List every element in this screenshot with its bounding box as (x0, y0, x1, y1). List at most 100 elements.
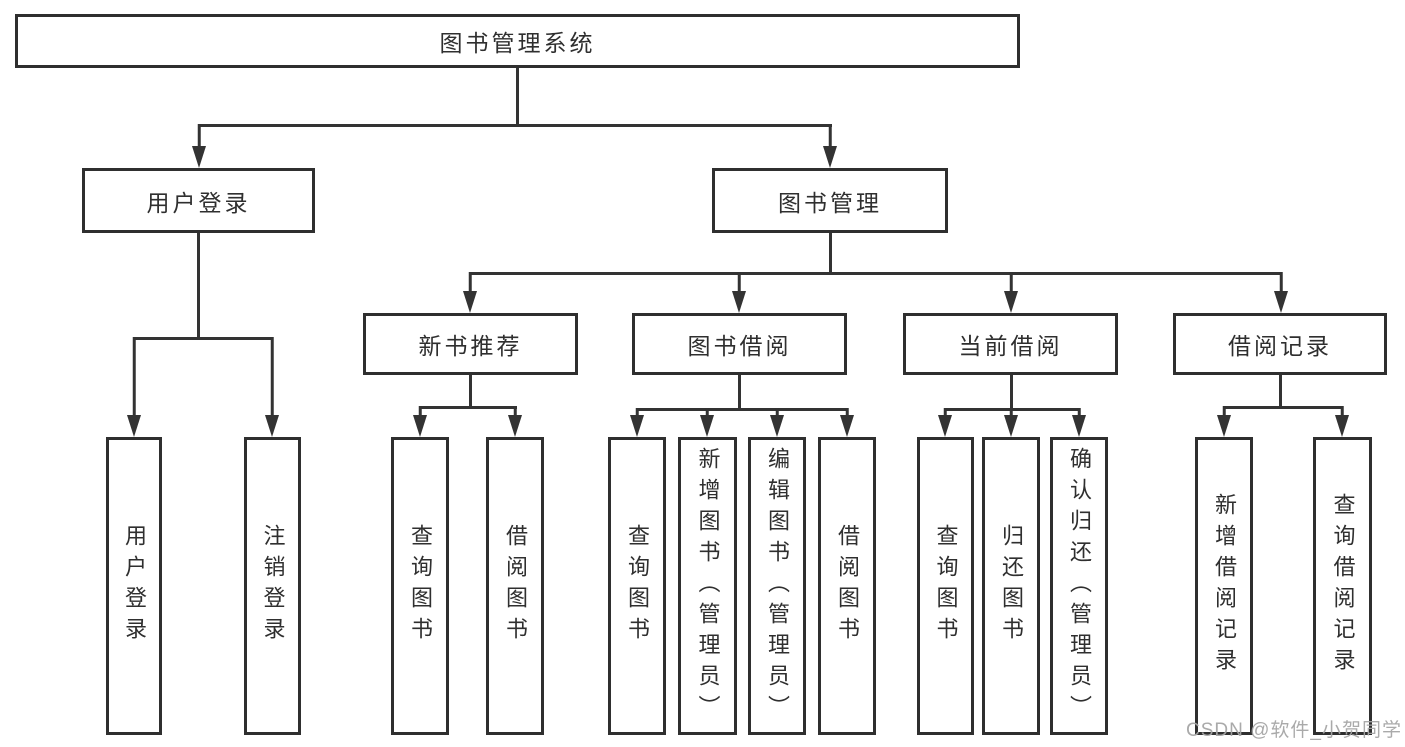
node-book-borrow: 图书借阅 (632, 313, 847, 375)
leaf-currentborrow-return-books: 归还图书 (982, 437, 1040, 735)
leaf-currentborrow-return-books-label: 归还图书 (999, 524, 1024, 648)
down-arrow (126, 337, 142, 437)
connector-line (198, 124, 832, 127)
leaf-bookborrow-borrow-books: 借阅图书 (818, 437, 876, 735)
leaf-logout-login: 注销登录 (244, 437, 301, 735)
arrow-shaft (943, 408, 947, 421)
connector-line (738, 375, 741, 408)
arrowhead-down-icon (1004, 415, 1018, 437)
arrowhead-down-icon (770, 415, 784, 437)
arrow-shaft (1279, 272, 1283, 297)
arrow-shaft (828, 124, 832, 152)
arrow-shaft (418, 406, 422, 421)
leaf-bookborrow-query-books: 查询图书 (608, 437, 666, 735)
leaf-records-query-borrow-record-label: 查询借阅记录 (1330, 493, 1356, 679)
node-current-borrow-label: 当前借阅 (958, 333, 1063, 359)
down-arrow (1003, 272, 1019, 313)
node-borrow-records-label: 借阅记录 (1228, 333, 1332, 359)
arrow-shaft (775, 408, 779, 421)
connector-line (197, 233, 200, 337)
arrow-shaft (705, 408, 709, 421)
leaf-currentborrow-query-books-label: 查询图书 (933, 524, 959, 648)
arrowhead-down-icon (700, 415, 714, 437)
leaf-logout-login-label: 注销登录 (260, 524, 286, 648)
leaf-user-login: 用户登录 (106, 437, 162, 735)
arrowhead-down-icon (630, 415, 644, 437)
leaf-user-login-label: 用户登录 (122, 524, 147, 648)
node-library-system: 图书管理系统 (15, 14, 1020, 68)
down-arrow (191, 124, 207, 168)
arrowhead-down-icon (265, 415, 279, 437)
arrow-shaft (635, 408, 639, 421)
leaf-bookborrow-add-books-admin-label: 新增图书（管理员） (695, 446, 721, 726)
leaf-newbooks-borrow-books: 借阅图书 (486, 437, 544, 735)
down-arrow (1003, 408, 1019, 437)
down-arrow (839, 408, 855, 437)
leaf-currentborrow-query-books: 查询图书 (917, 437, 974, 735)
leaf-records-add-borrow-record: 新增借阅记录 (1195, 437, 1253, 735)
connector-line (636, 408, 848, 411)
arrowhead-down-icon (192, 146, 206, 168)
arrow-shaft (197, 124, 201, 152)
leaf-bookborrow-edit-books-admin-label: 编辑图书（管理员） (765, 446, 790, 726)
arrowhead-down-icon (1335, 415, 1349, 437)
node-user-login-label: 用户登录 (146, 189, 251, 216)
down-arrow (822, 124, 838, 168)
leaf-records-add-borrow-record-label: 新增借阅记录 (1212, 493, 1237, 679)
arrowhead-down-icon (840, 415, 854, 437)
arrow-shaft (1009, 272, 1013, 297)
leaf-records-query-borrow-record: 查询借阅记录 (1313, 437, 1372, 735)
node-book-management: 图书管理 (712, 168, 948, 233)
down-arrow (1216, 406, 1232, 437)
arrowhead-down-icon (1072, 415, 1086, 437)
arrow-shaft (1009, 408, 1013, 421)
connector-line (469, 375, 472, 406)
down-arrow (412, 406, 428, 437)
connector-line (829, 233, 832, 272)
leaf-newbooks-query-books: 查询图书 (391, 437, 449, 735)
node-current-borrow: 当前借阅 (903, 313, 1118, 375)
arrow-shaft (1340, 406, 1344, 421)
leaf-bookborrow-query-books-label: 查询图书 (625, 524, 650, 648)
leaf-currentborrow-confirm-return-admin: 确认归还（管理员） (1050, 437, 1108, 735)
arrow-shaft (132, 337, 136, 421)
arrow-shaft (737, 272, 741, 297)
node-new-book-recommend: 新书推荐 (363, 313, 578, 375)
arrowhead-down-icon (938, 415, 952, 437)
node-book-borrow-label: 图书借阅 (687, 333, 792, 359)
arrow-shaft (1222, 406, 1226, 421)
down-arrow (1071, 408, 1087, 437)
connector-line (469, 272, 1282, 275)
down-arrow (937, 408, 953, 437)
down-arrow (264, 337, 280, 437)
connector-line (1010, 375, 1013, 408)
connector-line (419, 406, 517, 409)
down-arrow (1334, 406, 1350, 437)
arrow-shaft (270, 337, 274, 421)
down-arrow (769, 408, 785, 437)
leaf-bookborrow-edit-books-admin: 编辑图书（管理员） (748, 437, 806, 735)
arrowhead-down-icon (463, 291, 477, 313)
down-arrow (699, 408, 715, 437)
node-library-system-label: 图书管理系统 (439, 30, 596, 56)
arrowhead-down-icon (508, 415, 522, 437)
leaf-newbooks-borrow-books-label: 借阅图书 (503, 524, 528, 648)
down-arrow (629, 408, 645, 437)
arrowhead-down-icon (823, 146, 837, 168)
arrowhead-down-icon (1004, 291, 1018, 313)
down-arrow (1273, 272, 1289, 313)
arrowhead-down-icon (413, 415, 427, 437)
connector-line (133, 337, 273, 340)
arrow-shaft (513, 406, 517, 421)
csdn-watermark: CSDN @软件_小贺同学 (1186, 720, 1402, 741)
arrow-shaft (845, 408, 849, 421)
arrowhead-down-icon (1274, 291, 1288, 313)
connector-line (1223, 406, 1343, 409)
node-user-login: 用户登录 (82, 168, 315, 233)
arrowhead-down-icon (1217, 415, 1231, 437)
leaf-bookborrow-borrow-books-label: 借阅图书 (835, 524, 860, 648)
leaf-bookborrow-add-books-admin: 新增图书（管理员） (678, 437, 737, 735)
node-book-management-label: 图书管理 (778, 189, 882, 216)
leaf-newbooks-query-books-label: 查询图书 (408, 524, 433, 648)
